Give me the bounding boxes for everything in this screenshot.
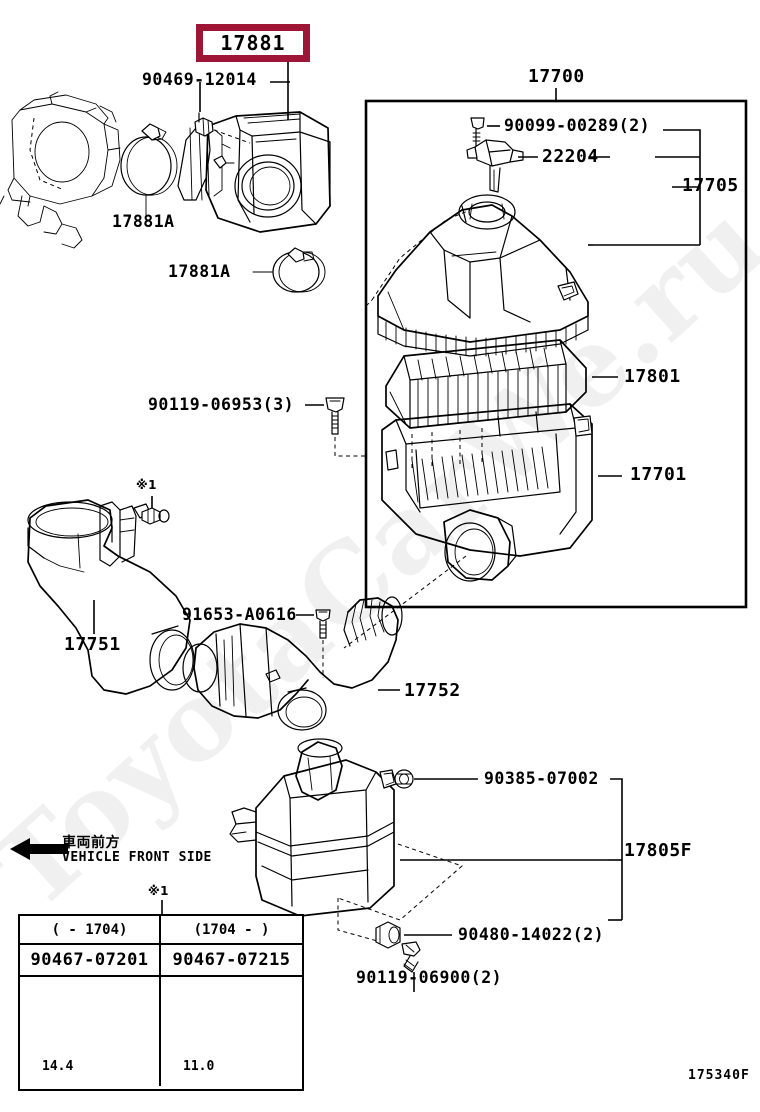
label-17705[interactable]: 17705 (682, 175, 739, 196)
star1-marker-table: ※1 (148, 884, 170, 898)
variant-table: ( - 1704) (1704 - ) 90467-07201 90467-07… (18, 914, 304, 1091)
variant-table-partnumber-row: 90467-07201 90467-07215 (20, 945, 302, 977)
diagram-code: 175340F (688, 1068, 750, 1083)
label-17752[interactable]: 17752 (404, 680, 461, 701)
label-17700[interactable]: 17700 (528, 66, 585, 87)
front-side-label-jp: 車両前方 (62, 835, 120, 851)
air-filter-17801 (385, 339, 618, 429)
bolt-90119-06953 (305, 397, 366, 457)
variant-part-number-1: 90467-07201 (30, 950, 149, 970)
label-22204[interactable]: 22204 (542, 146, 599, 167)
variant-range-1: ( - 1704) (51, 921, 128, 938)
label-17881a-lower[interactable]: 17881A (168, 262, 231, 281)
label-90119-06953[interactable]: 90119-06953(3) (148, 395, 295, 414)
clamp-screw-90469 (194, 81, 290, 144)
bolt-91653 (296, 609, 331, 678)
variant-illustration-cell-1: 14.4 (20, 977, 161, 1086)
label-17701[interactable]: 17701 (630, 464, 687, 485)
variant-dimension-2: 11.0 (183, 1059, 215, 1074)
label-90480-14022[interactable]: 90480-14022(2) (458, 925, 605, 944)
nut-90385 (394, 769, 623, 920)
highlighted-part-number[interactable]: 17881 (196, 24, 310, 62)
variant-part-cell-1[interactable]: 90467-07201 (20, 945, 161, 975)
label-90119-06900[interactable]: 90119-06900(2) (356, 968, 503, 987)
variant-table-illustration-row: 14.4 11.0 (20, 977, 302, 1086)
label-90099-00289[interactable]: 90099-00289(2) (504, 116, 651, 135)
label-17751[interactable]: 17751 (64, 634, 121, 655)
air-cleaner-case-17701 (343, 403, 622, 649)
variant-dimension-1: 14.4 (42, 1059, 74, 1074)
air-inlet-17751 (27, 499, 195, 695)
group-frame-17700 (364, 88, 748, 609)
clamp-upper-17881a (120, 123, 178, 221)
label-91653-a0616[interactable]: 91653-A0616 (182, 605, 297, 624)
variant-range-cell-2: (1704 - ) (161, 916, 302, 943)
air-cleaner-cap-17705 (365, 194, 593, 357)
highlighted-part-number-text: 17881 (220, 31, 286, 55)
variant-range-2: (1704 - ) (193, 921, 270, 938)
variant-part-cell-2[interactable]: 90467-07215 (161, 945, 302, 975)
bracket-17705 (593, 129, 701, 246)
resonator-17805f (229, 738, 608, 945)
screw-90099 (470, 117, 500, 147)
air-hose-17752 (182, 596, 403, 731)
clip-star1 (141, 496, 170, 525)
air-cleaner-hose-17881 (177, 62, 331, 233)
variant-part-number-2: 90467-07215 (172, 950, 291, 970)
label-17801[interactable]: 17801 (624, 366, 681, 387)
label-90385-07002[interactable]: 90385-07002 (484, 769, 599, 788)
variant-illustration-cell-2: 11.0 (161, 977, 302, 1086)
grommet-90480 (375, 919, 622, 949)
label-17881a-upper[interactable]: 17881A (112, 212, 175, 231)
clamp-lower-17881a (252, 247, 326, 293)
throttle-body-phantom (0, 91, 121, 249)
variant-table-header-row: ( - 1704) (1704 - ) (20, 916, 302, 945)
label-90469-12014[interactable]: 90469-12014 (142, 70, 257, 89)
label-17805f[interactable]: 17805F (624, 840, 693, 861)
star1-marker-duct: ※1 (136, 478, 158, 492)
maf-sensor-22204 (466, 139, 610, 193)
bolt-90119-06900 (401, 941, 421, 992)
variant-range-cell-1: ( - 1704) (20, 916, 161, 943)
front-side-label-en: VEHICLE FRONT SIDE (62, 850, 212, 865)
front-direction-arrow (10, 838, 68, 860)
